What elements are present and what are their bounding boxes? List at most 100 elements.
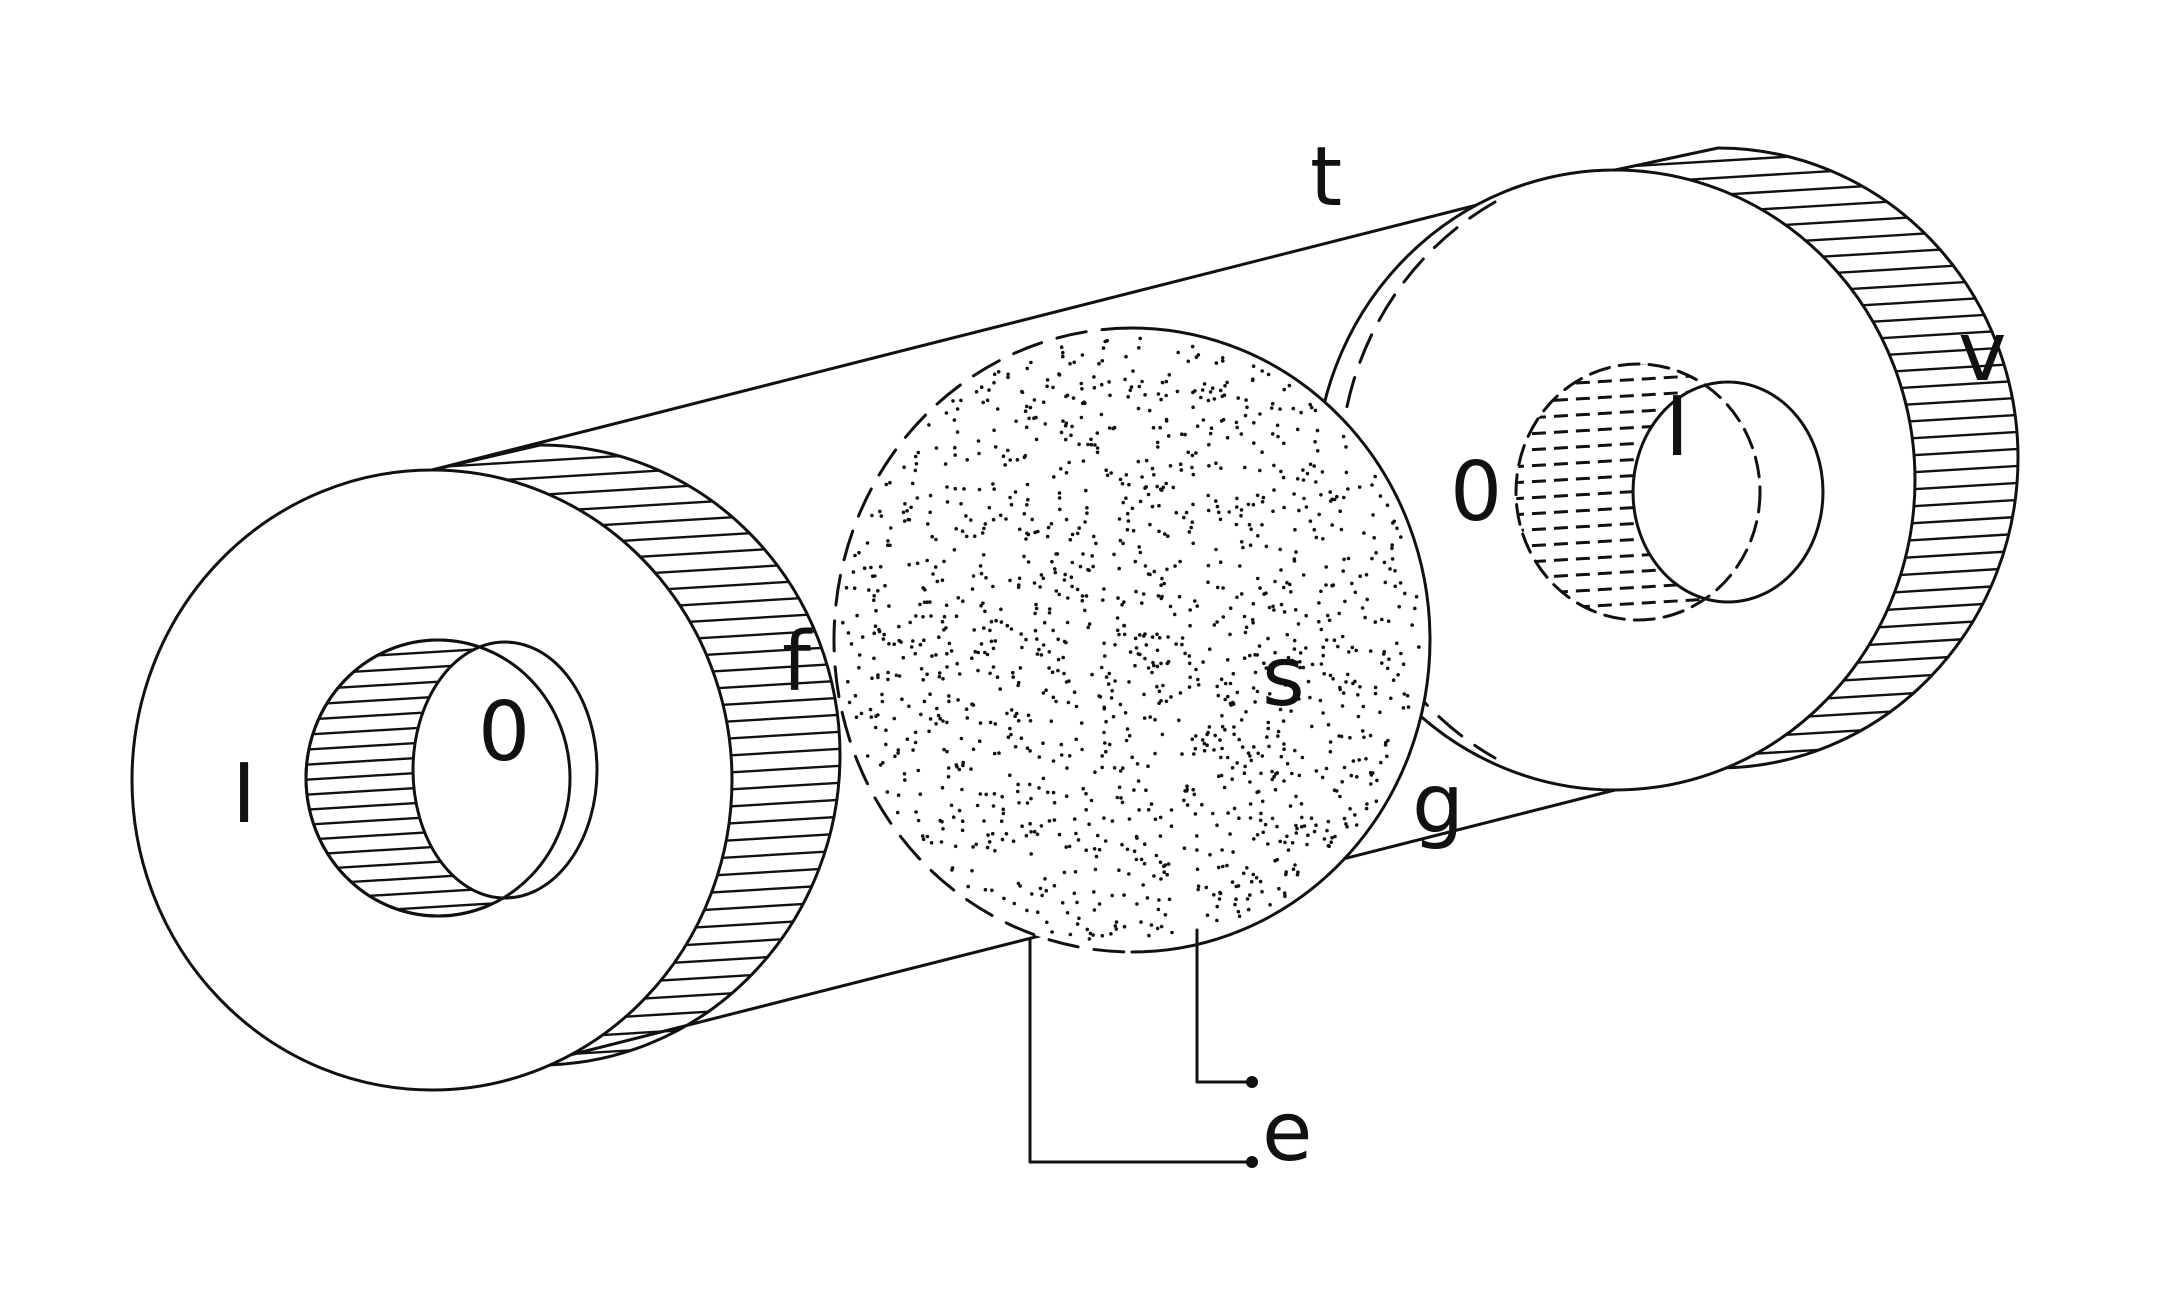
stipple-dot	[994, 618, 998, 623]
stipple-dot	[1081, 552, 1085, 556]
stipple-dot	[1077, 442, 1081, 447]
stipple-dot	[1358, 574, 1362, 578]
stipple-dot	[1083, 401, 1087, 406]
stipple-dot	[851, 570, 856, 574]
stipple-dot	[929, 841, 934, 845]
stipple-dot	[1095, 431, 1100, 435]
stipple-dot	[1157, 689, 1162, 694]
stipple-dot	[1075, 531, 1080, 536]
stipple-dot	[1292, 638, 1297, 643]
stipple-dot	[945, 720, 949, 725]
stipple-dot	[981, 601, 985, 605]
stipple-dot	[1248, 754, 1252, 758]
stipple-dot	[870, 513, 874, 518]
stipple-dot	[1205, 743, 1209, 747]
stipple-dot	[927, 729, 931, 734]
stipple-dot	[1100, 359, 1105, 363]
stipple-dot	[992, 372, 997, 377]
stipple-dot	[1255, 689, 1260, 694]
stipple-dot	[1134, 646, 1139, 650]
stipple-dot	[1270, 777, 1275, 782]
stipple-dot	[1008, 726, 1012, 731]
stipple-dot	[1242, 614, 1247, 619]
stipple-dot	[949, 803, 954, 808]
stipple-dot	[1081, 459, 1086, 463]
stipple-dot	[1113, 643, 1117, 647]
stipple-dot	[867, 588, 871, 592]
stipple-dot	[1013, 714, 1017, 718]
stipple-dot	[1354, 823, 1359, 827]
stipple-dot	[1026, 713, 1031, 718]
stipple-dot	[1243, 630, 1248, 635]
stipple-dot	[969, 518, 973, 522]
stipple-dot	[1132, 849, 1137, 853]
stipple-dot	[1035, 637, 1039, 641]
stipple-dot	[881, 760, 885, 765]
stipple-dot	[953, 445, 957, 450]
stipple-dot	[1210, 386, 1215, 391]
stipple-dot	[1332, 638, 1337, 642]
stipple-dot	[954, 614, 959, 618]
stipple-dot	[1266, 726, 1270, 731]
stipple-dot	[1144, 788, 1148, 792]
stipple-dot	[1191, 541, 1195, 546]
stipple-dot	[1017, 583, 1021, 587]
stipple-dot	[1183, 651, 1187, 656]
stipple-dot	[1225, 658, 1230, 662]
stipple-dot	[1129, 385, 1134, 389]
stipple-dot	[1249, 879, 1254, 884]
stipple-dot	[1192, 792, 1197, 797]
stipple-dot	[1225, 863, 1229, 868]
stipple-dot	[982, 526, 986, 531]
stipple-dot	[1140, 475, 1144, 479]
stipple-dot	[1156, 445, 1160, 449]
stipple-dot	[1331, 677, 1335, 681]
stipple-dot	[1075, 587, 1080, 592]
stipple-dot	[945, 651, 949, 656]
stipple-dot	[870, 676, 874, 680]
stipple-dot	[1041, 741, 1045, 745]
stipple-dot	[1270, 401, 1275, 406]
stipple-dot	[1059, 753, 1064, 757]
stipple-dot	[1038, 585, 1042, 589]
stipple-dot	[854, 715, 859, 719]
stipple-dot	[1073, 870, 1078, 874]
stipple-dot	[1348, 735, 1352, 740]
stipple-dot	[959, 398, 963, 403]
stipple-dot	[934, 446, 939, 450]
stipple-dot	[1196, 683, 1201, 687]
stipple-dot	[1252, 837, 1256, 841]
stipple-dot	[1252, 421, 1256, 425]
stipple-dot	[1180, 636, 1185, 640]
stipple-dot	[1034, 437, 1039, 442]
stipple-dot	[1218, 388, 1223, 393]
stipple-dot	[1320, 470, 1325, 474]
stipple-dot	[1290, 841, 1295, 845]
stipple-dot	[925, 558, 929, 563]
stipple-dot	[919, 712, 923, 717]
stipple-dot	[1028, 719, 1033, 723]
stipple-dot	[1054, 552, 1058, 556]
stipple-dot	[1035, 910, 1040, 914]
stipple-dot	[945, 485, 949, 489]
stipple-dot	[1206, 563, 1211, 568]
stipple-dot	[1211, 811, 1215, 816]
stipple-dot	[1350, 645, 1355, 650]
stipple-dot	[987, 840, 992, 844]
stipple-dot	[1045, 920, 1049, 925]
stipple-dot	[1185, 803, 1190, 807]
stipple-dot	[1169, 808, 1174, 812]
stipple-dot	[934, 653, 938, 657]
stipple-dot	[1087, 822, 1091, 826]
stipple-dot	[946, 766, 951, 770]
stipple-dot	[1157, 636, 1162, 640]
stipple-dot	[1330, 523, 1334, 527]
stipple-dot	[1127, 482, 1131, 487]
stipple-dot	[1148, 572, 1152, 577]
stipple-dot	[957, 808, 962, 813]
stipple-dot	[1013, 490, 1018, 494]
stipple-dot	[1057, 373, 1062, 377]
stipple-dot	[1109, 932, 1113, 936]
stipple-dot	[1070, 532, 1075, 537]
stipple-dot	[1182, 798, 1186, 803]
